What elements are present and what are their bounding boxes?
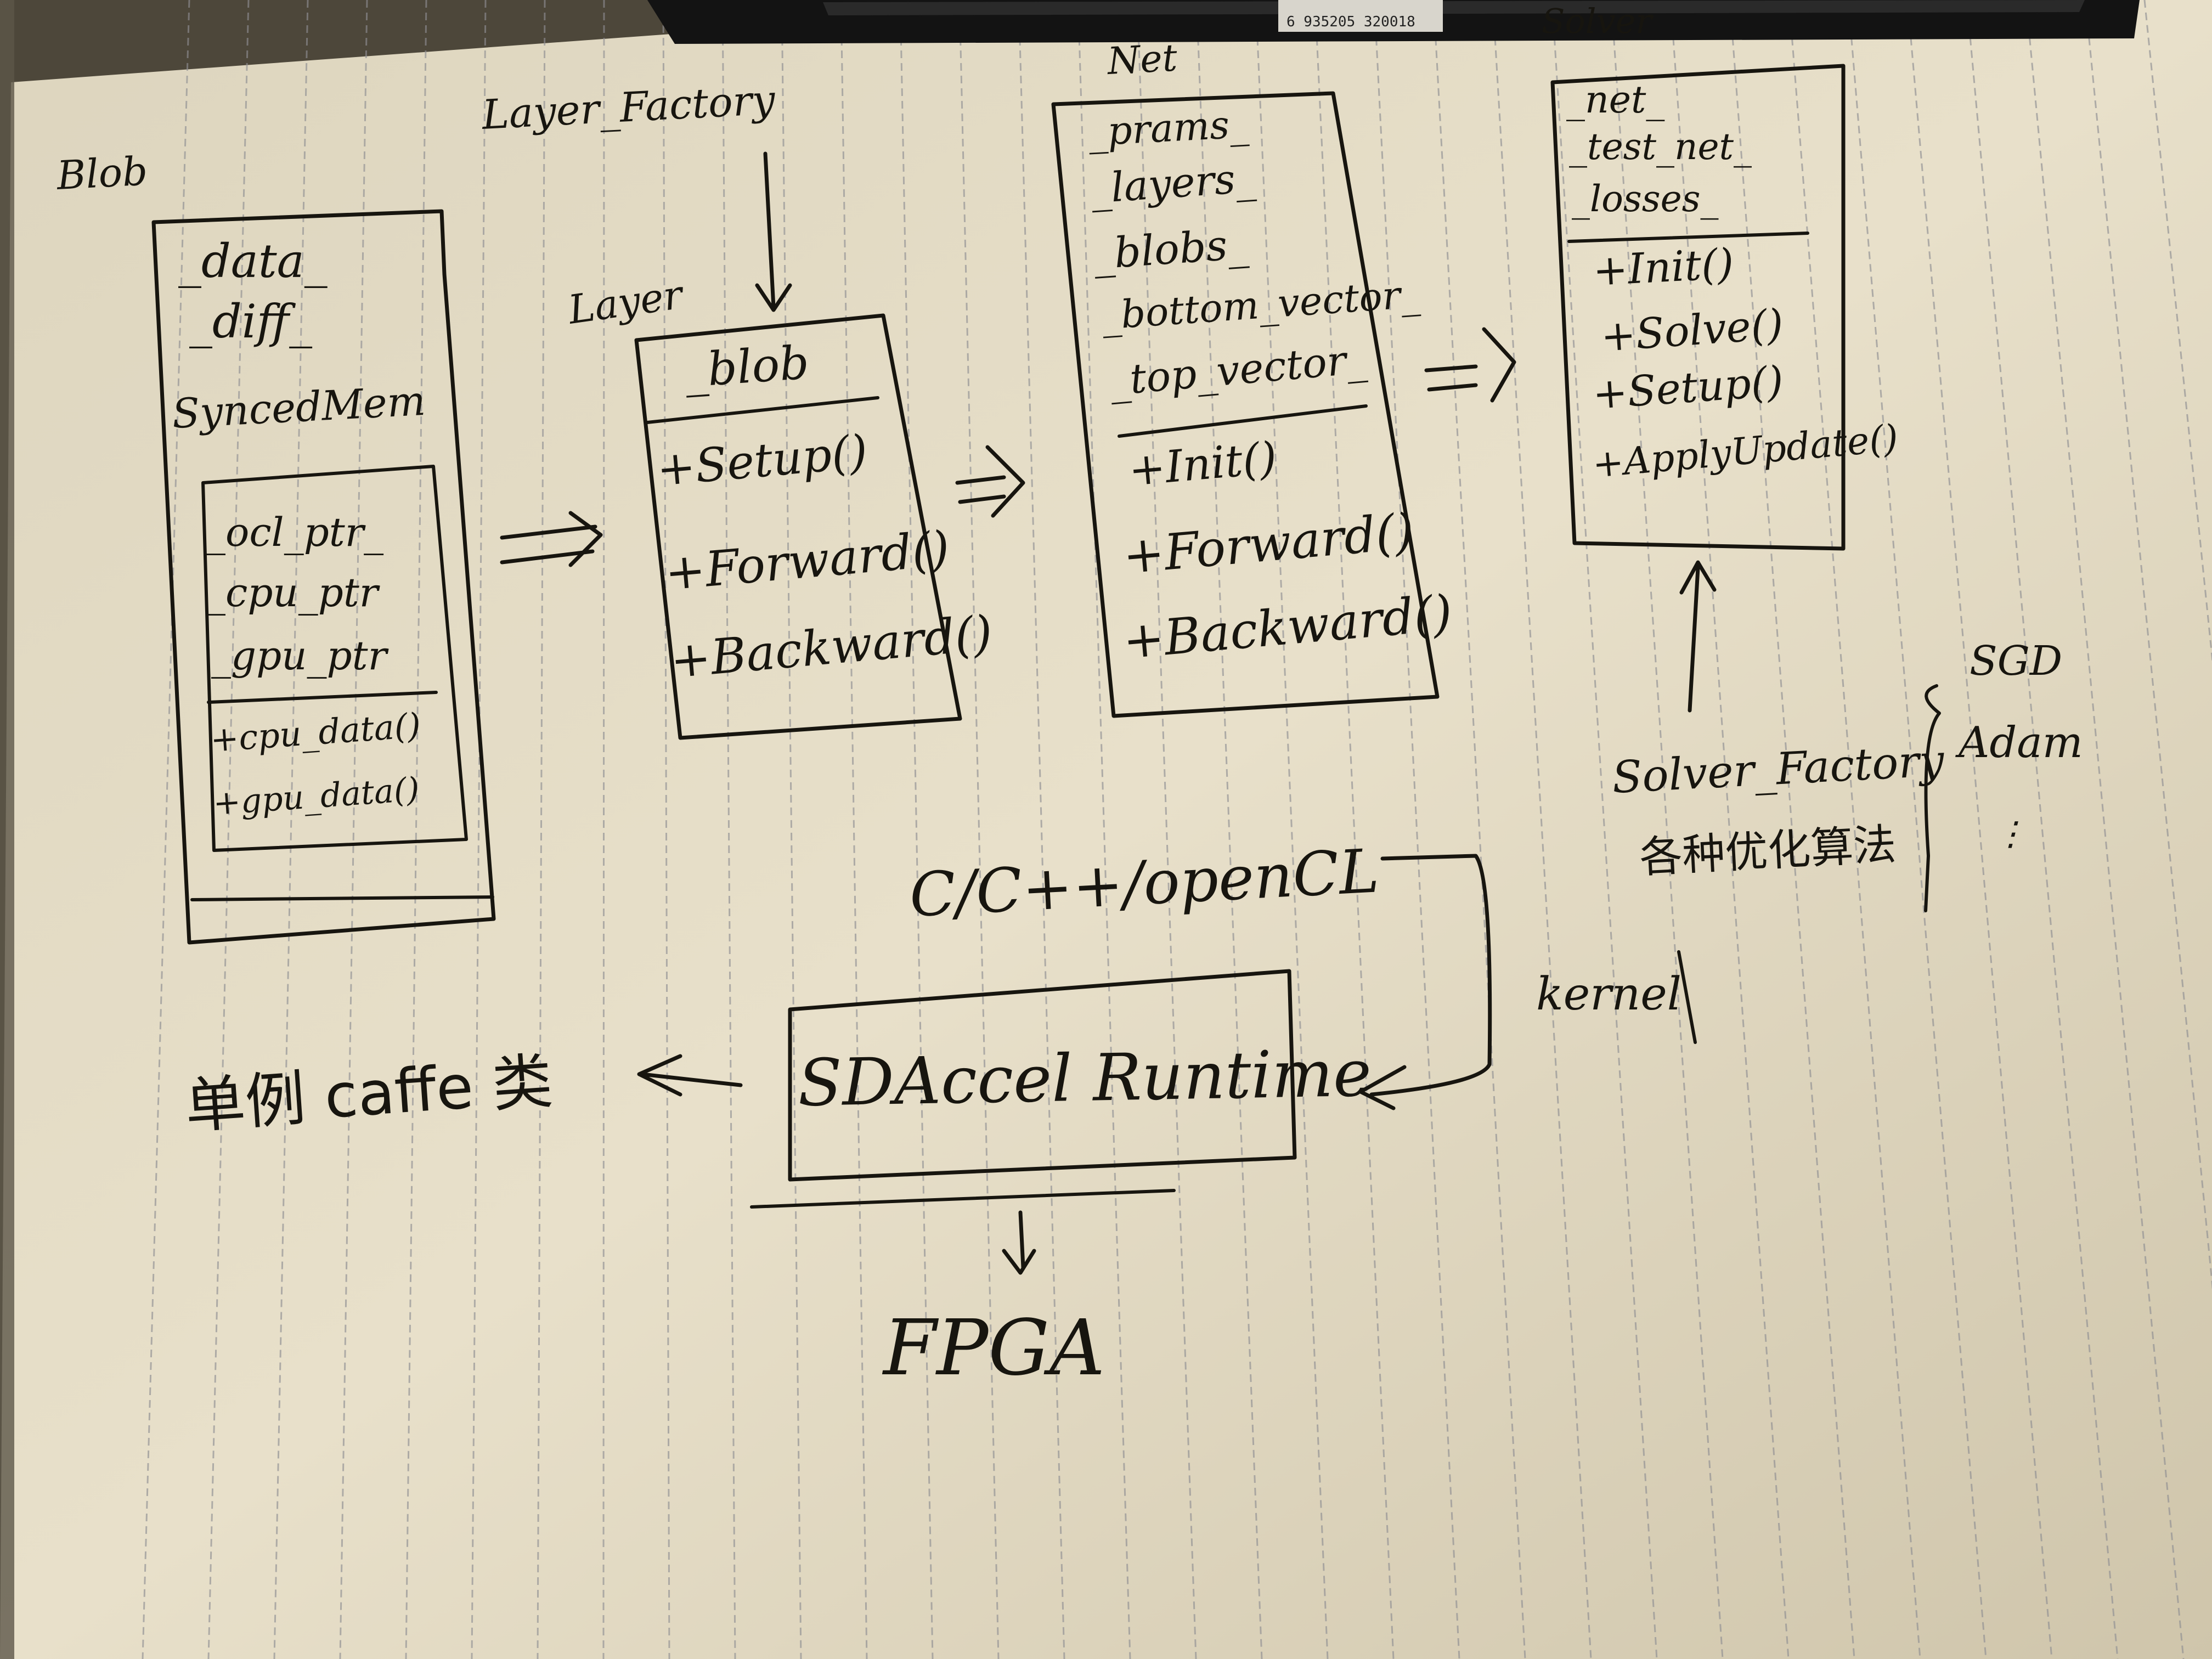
solver-field: _test_net_ xyxy=(1569,126,1752,168)
runtime-box-label: SDAccel Runtime xyxy=(797,1035,1372,1121)
net-title: Net xyxy=(1105,36,1179,83)
left-edge-shadow xyxy=(0,0,14,1659)
ruled-line xyxy=(273,0,309,1659)
layer-field: _blob xyxy=(683,335,811,398)
solver-method: +Init() xyxy=(1592,239,1735,295)
ruled-line xyxy=(1018,0,1065,1659)
net-field: _prams_ xyxy=(1087,101,1250,155)
fpga-label: FPGA xyxy=(882,1304,1105,1393)
pen-barcode-number: 6 935205 320018 xyxy=(1286,14,1415,30)
ruled-line xyxy=(339,0,368,1659)
synced-field: _gpu_ptr xyxy=(211,633,389,679)
net-field: _blobs_ xyxy=(1092,219,1250,278)
blob-field: _diff_ xyxy=(189,295,312,348)
ruled-line xyxy=(207,0,250,1659)
solver-option: Adam xyxy=(1955,718,2083,768)
ruled-line xyxy=(781,0,802,1659)
solver-option: ⋮ xyxy=(1994,815,2027,853)
solver-title: Solver xyxy=(1542,1,1654,41)
ruled-line xyxy=(1966,0,2119,1659)
blob-field: _data_ xyxy=(178,234,328,288)
pen: 6 935205 320018 xyxy=(647,0,2140,44)
blob-title: Blob xyxy=(54,148,149,199)
ruled-lines xyxy=(142,0,2212,1659)
solver-option: SGD xyxy=(1970,637,2062,685)
arrow-net-to-solver xyxy=(1424,327,1516,403)
ruled-line xyxy=(2084,0,2212,1290)
ruled-line xyxy=(142,0,190,1659)
ruled-line xyxy=(2025,0,2185,1659)
ruled-line xyxy=(2143,0,2212,664)
kernel-label: kernel xyxy=(1536,968,1681,1020)
ruled-line xyxy=(602,0,605,1659)
ruled-line xyxy=(405,0,427,1659)
net-field: _layers_ xyxy=(1089,154,1257,213)
solver-field: _net_ xyxy=(1566,78,1664,122)
ruled-line xyxy=(537,0,546,1659)
ruled-line xyxy=(721,0,736,1659)
arrow-blob-to-layer xyxy=(500,511,603,567)
ruled-line xyxy=(899,0,934,1659)
ruled-line xyxy=(471,0,487,1659)
ruled-line xyxy=(662,0,670,1659)
ruled-line xyxy=(840,0,868,1659)
solver-field: _losses_ xyxy=(1572,178,1719,220)
ruled-line xyxy=(958,0,1000,1659)
arrow-layer-to-net xyxy=(955,445,1025,518)
synced-field: _cpu_ptr xyxy=(206,569,380,616)
synced-field: _ocl_ptr_ xyxy=(206,509,383,555)
